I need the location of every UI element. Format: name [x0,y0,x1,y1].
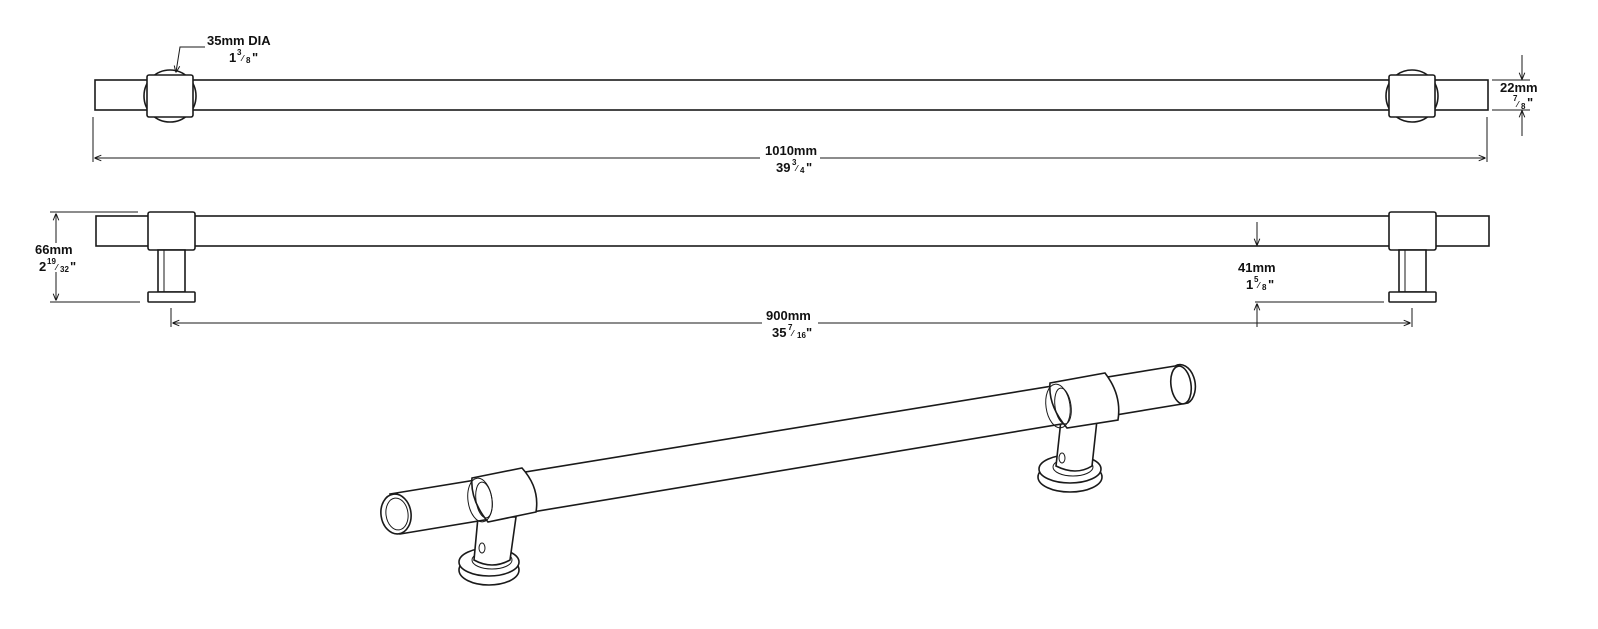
side-view-right-sleeve [1388,211,1437,251]
svg-text:": " [1268,277,1274,292]
svg-text:16: 16 [797,331,806,340]
svg-text:3: 3 [237,48,242,57]
svg-text:3: 3 [792,158,797,167]
perspective-view [380,363,1197,586]
dia-imperial-label: 1 3 ⁄ 8 " [229,48,258,65]
svg-text:2: 2 [39,259,46,274]
side-view-right-base [1388,291,1437,303]
side-view-right-stem [1398,249,1427,293]
svg-text:": " [1527,95,1533,110]
svg-text:7: 7 [788,323,793,332]
persp-bar [389,363,1197,535]
svg-text:⁄: ⁄ [794,164,799,173]
side-view: 66mm 2 19 ⁄ 32 " 41mm 1 5 ⁄ 8 " 900mm 35… [35,211,1490,340]
svg-text:4: 4 [800,166,805,175]
side-view-bar [95,215,1490,247]
persp-left-sleeve [471,467,538,523]
svg-text:⁄: ⁄ [54,263,59,272]
top-view-bar [94,79,1489,111]
height-imperial-label: 2 19 ⁄ 32 " [39,257,76,274]
top-view-right-sleeve [1388,74,1436,118]
svg-text:⁄: ⁄ [240,54,245,63]
side-view-left-base [147,291,196,303]
length-metric-label: 1010mm [765,143,817,158]
persp-right-stem [1055,419,1098,472]
persp-left-stem [473,516,517,566]
side-view-left-stem [157,249,186,293]
bar-dia-imperial-label: 7 ⁄ 8 " [1513,94,1533,111]
svg-text:7: 7 [1513,94,1518,103]
persp-right-sleeve [1049,372,1120,429]
height-metric-label: 66mm [35,242,73,257]
svg-text:⁄: ⁄ [1515,100,1520,109]
svg-text:": " [806,160,812,175]
dia-metric-label: 35mm DIA [207,33,271,48]
persp-bar-end-right [1169,365,1193,405]
svg-text:19: 19 [47,257,56,266]
svg-text:⁄: ⁄ [790,329,795,338]
svg-text:35: 35 [772,325,786,340]
svg-text:": " [806,325,812,340]
centers-imperial-label: 35 7 ⁄ 16 " [772,323,812,340]
svg-text:1: 1 [1246,277,1253,292]
svg-text:8: 8 [246,56,251,65]
svg-text:⁄: ⁄ [1256,281,1261,290]
svg-text:5: 5 [1254,275,1259,284]
svg-text:39: 39 [776,160,790,175]
centers-metric-label: 900mm [766,308,811,323]
dia-leader [176,46,205,72]
svg-text:": " [70,259,76,274]
top-view-left-sleeve [146,74,194,118]
bar-dia-metric-label: 22mm [1500,80,1538,95]
svg-text:32: 32 [60,265,69,274]
length-imperial-label: 39 3 ⁄ 4 " [776,158,812,175]
persp-bar-end-left [380,493,412,535]
svg-text:8: 8 [1262,283,1267,292]
svg-text:8: 8 [1521,102,1526,111]
top-view: 35mm DIA 1 3 ⁄ 8 " 22mm 7 ⁄ 8 " 1010mm 3… [92,33,1538,175]
projection-imperial-label: 1 5 ⁄ 8 " [1246,275,1274,292]
projection-metric-label: 41mm [1238,260,1276,275]
side-view-left-sleeve [147,211,196,251]
svg-text:1: 1 [229,50,236,65]
svg-text:": " [252,50,258,65]
